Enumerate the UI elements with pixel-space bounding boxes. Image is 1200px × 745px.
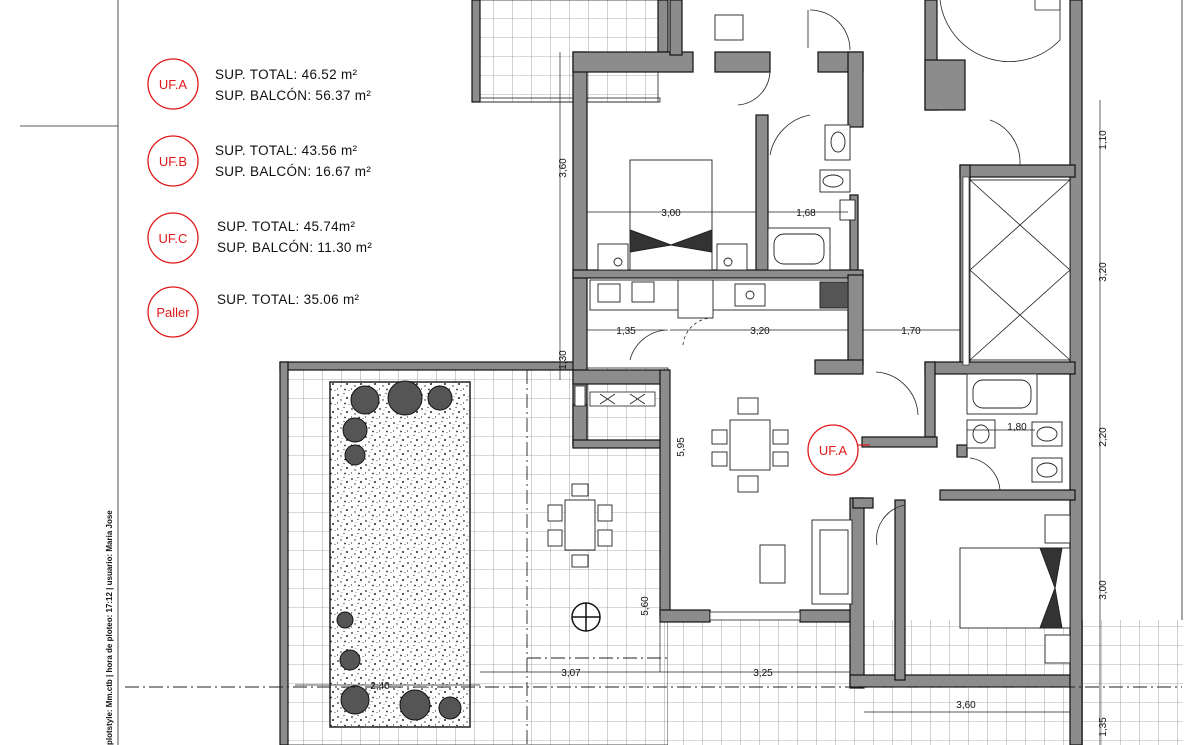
windows xyxy=(574,176,970,621)
dim-living-depth: 5,95 xyxy=(676,437,687,457)
shaft xyxy=(969,179,1071,361)
dim-bedroom-height: 3,60 xyxy=(558,158,569,178)
top-balcony xyxy=(471,0,669,103)
legend-item-paller: Paller SUP. TOTAL: 35.06 m² xyxy=(147,286,360,338)
dim-kitchen-width: 3,20 xyxy=(750,326,770,337)
legend-item-ufa: UF.A SUP. TOTAL: 46.52 m² SUP. BALCÓN: 5… xyxy=(147,58,371,110)
unit-badge-label: UF.A xyxy=(819,443,848,458)
unit-badge: UF.A xyxy=(807,424,870,476)
dim-right-5: 1,35 xyxy=(1098,717,1109,737)
badge-label: UF.C xyxy=(159,231,188,246)
dimension-lines xyxy=(295,52,1101,745)
axis-lines xyxy=(125,370,1182,745)
legend-total: SUP. TOTAL: 46.52 m² xyxy=(215,67,358,82)
dim-bedroom-width: 3,00 xyxy=(661,208,681,219)
bed2-icon xyxy=(959,514,1071,664)
legend-balcony: SUP. BALCÓN: 11.30 m² xyxy=(217,240,372,255)
sofa-icon xyxy=(759,519,853,605)
door-swings xyxy=(629,9,1021,546)
legend-total: SUP. TOTAL: 35.06 m² xyxy=(217,292,360,307)
badge-circle xyxy=(147,135,199,187)
dimension-labels: 3,60 3,00 1,68 1,35 3,20 1,70 1,30 5,95 … xyxy=(370,130,1109,737)
plant-icon xyxy=(336,380,462,721)
bathroom2-fixtures xyxy=(966,373,1063,483)
dim-bedroom2-width: 3,60 xyxy=(956,700,976,711)
dim-hall-width: 1,35 xyxy=(616,326,636,337)
legend-balcony: SUP. BALCÓN: 16.67 m² xyxy=(215,164,371,179)
legend: UF.A SUP. TOTAL: 46.52 m² SUP. BALCÓN: 5… xyxy=(147,58,372,338)
badge-circle xyxy=(147,286,199,338)
dim-bath2-width: 1,80 xyxy=(1007,422,1027,433)
dim-right-1: 1,10 xyxy=(1098,130,1109,150)
dim-bath-width: 1,68 xyxy=(796,208,816,219)
badge-circle xyxy=(147,58,199,110)
dim-right-4: 3,00 xyxy=(1098,580,1109,600)
garden-bed xyxy=(329,380,471,728)
dining-table-icon xyxy=(711,397,789,493)
side-note: plotstyle: Mm.ctb | hora de ploteo: 17:1… xyxy=(105,510,114,745)
dim-right-2: 3,20 xyxy=(1098,262,1109,282)
legend-item-ufb: UF.B SUP. TOTAL: 43.56 m² SUP. BALCÓN: 1… xyxy=(147,135,371,187)
kitchen-counter xyxy=(589,279,849,319)
bed-icon xyxy=(597,159,748,271)
legend-item-ufc: UF.C SUP. TOTAL: 45.74m² SUP. BALCÓN: 11… xyxy=(147,212,372,264)
top-fixtures xyxy=(714,0,1061,62)
dim-garden-width: 2,40 xyxy=(370,681,390,692)
dim-corridor-width: 1,70 xyxy=(901,326,921,337)
dim-terrace-depth: 5,60 xyxy=(640,596,651,616)
dim-terrace-width-b: 3,25 xyxy=(753,668,773,679)
outdoor-table-icon xyxy=(547,483,613,632)
badge-label: UF.A xyxy=(159,77,188,92)
legend-total: SUP. TOTAL: 45.74m² xyxy=(217,219,355,234)
dim-terrace-width-a: 3,07 xyxy=(561,668,581,679)
bathroom-fixtures xyxy=(767,124,856,271)
legend-total: SUP. TOTAL: 43.56 m² xyxy=(215,143,358,158)
badge-label: Paller xyxy=(156,305,190,320)
badge-circle xyxy=(147,212,199,264)
dim-right-3: 2,20 xyxy=(1098,427,1109,447)
badge-label: UF.B xyxy=(159,154,187,169)
dim-kitchen-depth: 1,30 xyxy=(558,350,569,370)
legend-balcony: SUP. BALCÓN: 56.37 m² xyxy=(215,88,371,103)
